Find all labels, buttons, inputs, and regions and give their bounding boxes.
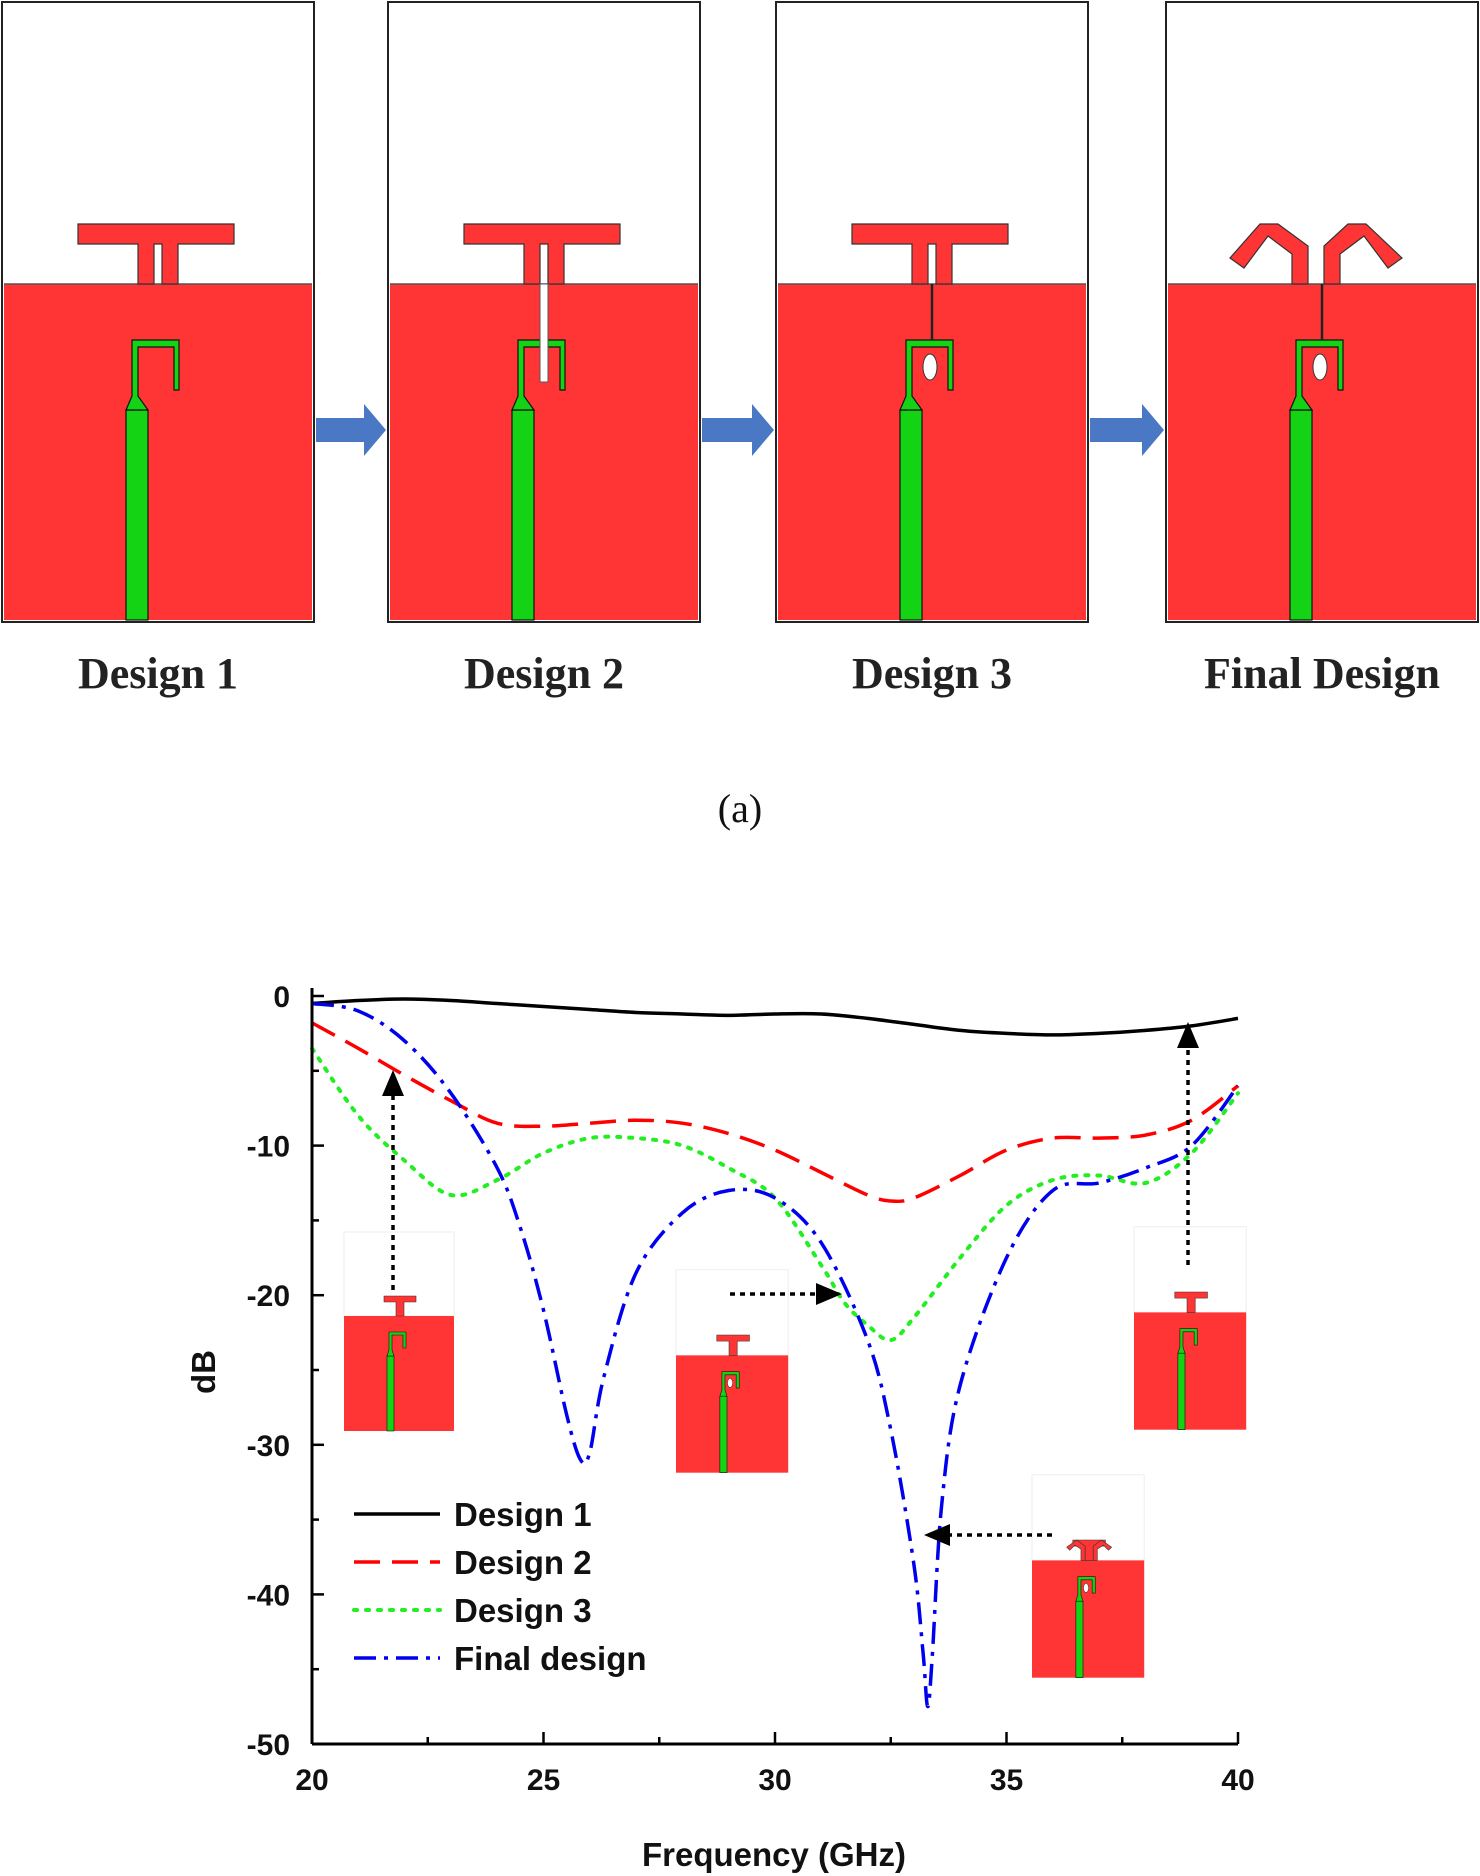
legend-label: Design 2 xyxy=(454,1544,592,1581)
arrow-to-design2 xyxy=(1177,1022,1199,1265)
inset-design2 xyxy=(1133,1226,1247,1431)
arrow-to-final xyxy=(924,1524,1052,1546)
panel-a-caption: (a) xyxy=(718,786,762,831)
evolution-arrow xyxy=(1090,404,1164,456)
x-tick-label: 25 xyxy=(527,1764,560,1797)
antenna-design3 xyxy=(775,1,1089,623)
x-axis-title: Frequency (GHz) xyxy=(642,1836,906,1873)
panel-a-design-evolution: Design 1 Design 2 Design 3 Final Design xyxy=(1,1,1479,698)
inset-final xyxy=(1031,1474,1145,1679)
y-tick-label: -20 xyxy=(247,1280,290,1313)
evolution-arrow xyxy=(702,404,774,456)
antenna-design1 xyxy=(1,1,315,623)
ground-gap xyxy=(539,283,549,383)
series-design-1-line xyxy=(311,997,1239,1037)
slot xyxy=(1312,353,1328,381)
legend-label: Final design xyxy=(454,1640,647,1677)
y-tick-label: -30 xyxy=(247,1430,290,1463)
antenna-final xyxy=(1165,1,1479,623)
y-tick-label: 0 xyxy=(273,981,290,1014)
label-design2: Design 2 xyxy=(464,649,624,698)
legend: Design 1 Design 2 Design 3 Final design xyxy=(352,1496,647,1677)
label-final: Final Design xyxy=(1204,649,1440,698)
series-design-3-line xyxy=(310,1046,1240,1343)
reflection-coefficient-chart: 20 25 30 35 40 0 -10 -20 -30 -40 -50 Frequency (GH… xyxy=(185,981,1255,1873)
evolution-arrow xyxy=(316,404,386,456)
label-design1: Design 1 xyxy=(78,649,238,698)
arrow-to-design1 xyxy=(382,1070,404,1290)
x-tick-label: 30 xyxy=(758,1764,791,1797)
antenna-design2 xyxy=(387,1,701,623)
series-layer xyxy=(310,997,1240,1709)
chart-insets xyxy=(343,1226,1247,1679)
x-tick-label: 40 xyxy=(1221,1764,1254,1797)
label-design3: Design 3 xyxy=(852,649,1012,698)
chart-axes: 20 25 30 35 40 0 -10 -20 -30 -40 -50 xyxy=(247,981,1255,1797)
y-tick-label: -40 xyxy=(247,1579,290,1612)
legend-label: Design 3 xyxy=(454,1592,592,1629)
y-tick-label: -10 xyxy=(247,1131,290,1164)
y-tick-label: -50 xyxy=(247,1729,290,1762)
arrow-to-design3 xyxy=(730,1283,842,1305)
x-tick-label: 20 xyxy=(295,1764,328,1797)
slot xyxy=(922,353,938,381)
series-design-2-line xyxy=(311,1021,1240,1204)
legend-label: Design 1 xyxy=(454,1496,592,1533)
inset-design1 xyxy=(343,1231,455,1432)
inset-design3 xyxy=(675,1269,789,1474)
annotation-arrows xyxy=(382,1022,1199,1546)
x-tick-label: 35 xyxy=(990,1764,1023,1797)
series-final-design-line xyxy=(311,1001,1240,1709)
y-axis-title: dB xyxy=(185,1350,222,1394)
